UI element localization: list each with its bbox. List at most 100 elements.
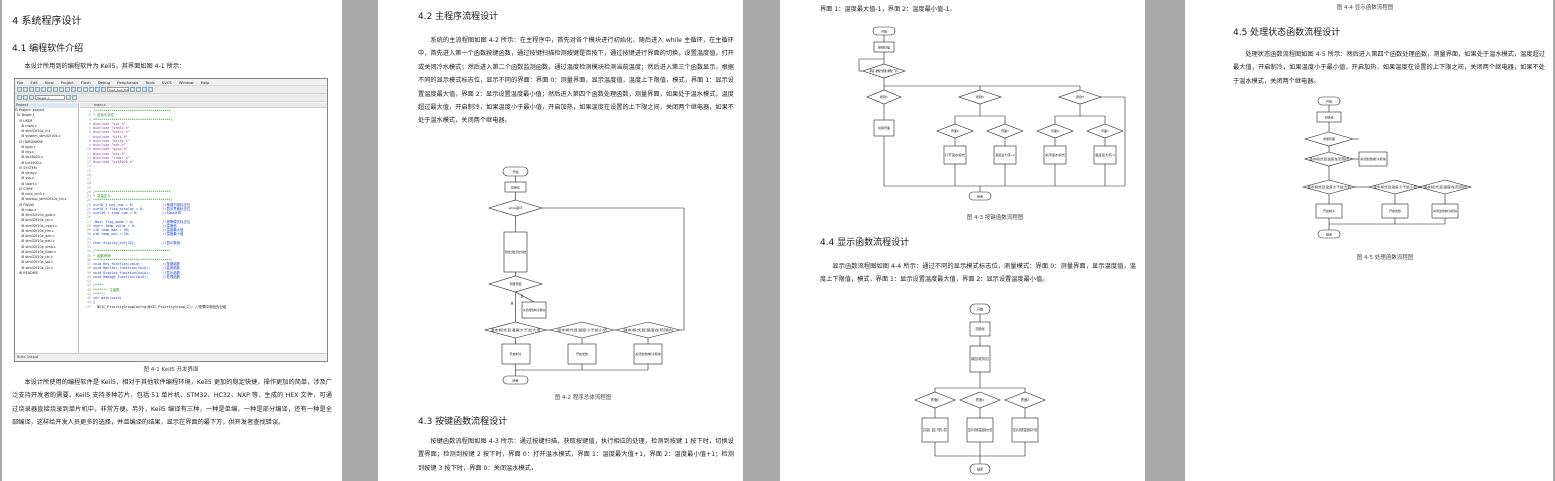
- comment-icon: [89, 87, 94, 92]
- display-flow-paragraph: 显示函数流程图如图 4-4 所示：通过不同的显示模式标志位，测量模式：界面 0：…: [820, 263, 1136, 284]
- line-number: 47: [86, 304, 91, 309]
- code-text: #include "key.h": [93, 151, 126, 156]
- m-node-both-off: 关闭加热制冷模块: [1433, 208, 1457, 213]
- line-number: 23: [86, 202, 91, 207]
- line-number: 15: [86, 168, 91, 173]
- k-node-key1: 按键1: [880, 94, 888, 99]
- intro-paragraph: 本设计所用到的编程软件为 Keil5，其界面如图 4-1 所示：: [24, 63, 186, 70]
- code-text: /*************************************: [93, 189, 171, 194]
- line-number: 21: [86, 194, 91, 198]
- code-line: 36**************************************…: [80, 258, 327, 262]
- code-text: int main(void): [93, 296, 122, 300]
- code-text: uint8_t flag_display = 0; //显示界面标志位: [93, 206, 191, 211]
- code-text: {: [93, 300, 96, 305]
- code-text: /*************************************: [93, 109, 171, 113]
- k-node-r4: 温度最大值-1: [1095, 152, 1115, 157]
- code-text: void Monitor_function(void); //监测函数: [93, 266, 181, 271]
- code-line: 41: [80, 279, 327, 283]
- redo-icon: [59, 87, 64, 92]
- code-line: 34/*************************************: [80, 249, 327, 253]
- project-tree-item: ⊞ sys.c: [15, 176, 34, 181]
- project-tree-item: ⊟ CORE: [15, 186, 33, 191]
- k-node-key2: 按键2: [976, 94, 984, 99]
- section-title-4-2: 4.2 主程序流程设计: [418, 12, 499, 22]
- project-tree-item: ⊞ core_cm3.c: [15, 192, 45, 196]
- k-node-r2: 温度最大值+1: [995, 152, 1015, 157]
- line-number: 32: [86, 240, 91, 245]
- build-target-icon: [23, 95, 28, 100]
- undo-icon: [53, 87, 58, 92]
- node-function-block: 按键函数 监测函数 显示函数 处理函数: [505, 249, 526, 254]
- code-text: short temp_value = 0; //温度值: [93, 223, 177, 228]
- key-flow-paragraph: 按键函数流程图如图 4-3 所示：通过按键扫描，获取按键值，执行相应的处理，检测…: [418, 438, 734, 472]
- chapter-title: 4 系统程序设计: [12, 16, 82, 27]
- node-both-off: 关闭加热制冷模块: [635, 351, 661, 356]
- line-number: 26: [86, 215, 91, 220]
- ide-menu-item: Peripherals: [117, 79, 139, 85]
- ide-menu-item: View: [44, 79, 54, 85]
- code-text: **************************************/: [93, 198, 173, 203]
- code-lines: 1/*************************************2…: [80, 109, 327, 353]
- code-line: 35* 函数声明: [80, 254, 327, 258]
- code-text: void Display_function(void); //显示函数: [93, 270, 181, 275]
- section-title-4-4: 4.4 显示函数流程设计: [820, 238, 910, 248]
- code-line: 8#include "delay.h": [80, 139, 327, 143]
- code-line: 2* 包含头文件: [80, 113, 327, 117]
- line-number: 7: [88, 134, 91, 139]
- line-number: 22: [86, 198, 91, 203]
- project-tree-item: ⊞ stm32f10x_adc.c: [15, 234, 55, 238]
- line-number: 27: [86, 219, 91, 224]
- d-node-show0: 显示温度、温度上下限值、模式: [923, 427, 947, 432]
- bookmark-icon: [71, 87, 76, 92]
- code-line: 7#include "exti.h": [80, 135, 327, 139]
- line-number: 10: [86, 147, 91, 152]
- manage-flow-paragraph: 处理状态函数流程图如图 4-5 所示：然后进入第四个函数处理函数，测量界面，如果…: [1233, 51, 1545, 85]
- node-heating-on: 开启加热: [576, 351, 588, 356]
- ide-menu-item: Flash: [80, 79, 91, 85]
- line-number: 6: [88, 130, 91, 135]
- figure-4-2-caption: 图 4-2 程序总体流程图: [554, 395, 612, 401]
- line-number: 34: [86, 249, 91, 254]
- code-text: * 函数声明: [93, 253, 111, 258]
- node-end: 结束: [512, 378, 518, 383]
- copy-icon: [41, 87, 46, 92]
- code-text: NVIC_PriorityGroupConfig(NVIC_PriorityGr…: [93, 304, 227, 309]
- d-node-show1: 显示设置温度最大值: [968, 427, 993, 432]
- code-text: **************************************/: [93, 117, 173, 122]
- translate-icon: [17, 95, 22, 100]
- code-line: 21* 变量定义: [80, 194, 327, 198]
- project-tree-item: ⊞ stm32f10x_rtc.c: [15, 255, 53, 259]
- ide-toolbar: Uart_test_txt: [15, 86, 327, 94]
- figure-4-3-flowchart: 开始 按键扫描 有按键按下 按键1 按键2 按键3 切换界面 界面0 界面1 界…: [855, 24, 1135, 206]
- ide-menu-item: SVCS: [161, 79, 172, 85]
- figure-4-4-caption: 图 4-4 显示函数流程图: [1336, 5, 1394, 11]
- node-close-relays: 关闭加热制冷模块: [523, 307, 545, 312]
- ide-menu-item: File: [17, 79, 24, 85]
- code-line: 13#include "ds18b20.h": [80, 160, 327, 164]
- node-measure-page: 测量界面: [509, 281, 521, 286]
- project-panel: Project ⊟ Project: project ⊟ Target 1 ⊟ …: [15, 103, 79, 353]
- indent-icon: [77, 87, 82, 92]
- k-node-r1: 打开温水模式: [945, 152, 965, 157]
- m-node-cond-over-max: 温水模式且温度大于最大值: [1307, 184, 1351, 189]
- code-text: * 变量定义: [93, 194, 111, 198]
- code-line: 6#include "usart.h": [80, 130, 327, 134]
- project-panel-header: Project: [15, 103, 78, 108]
- code-line: 42/****: [80, 283, 327, 287]
- code-text: #include "sys.h": [93, 121, 126, 126]
- m-node-heating-on: 开启加热: [1389, 208, 1401, 213]
- m-node-measure-page: 测量界面: [1323, 136, 1335, 141]
- ide-menu-item: Debug: [97, 79, 111, 85]
- search-target-input: Uart_test_txt: [107, 87, 129, 92]
- project-tree-item: ⊞ stm32f10x_usart.c: [15, 223, 57, 228]
- d-node-end: 结束: [977, 467, 984, 472]
- editor-tab-main-c: main.c: [80, 103, 327, 108]
- line-number: 29: [86, 228, 91, 232]
- target-select: Target 1: [35, 95, 65, 100]
